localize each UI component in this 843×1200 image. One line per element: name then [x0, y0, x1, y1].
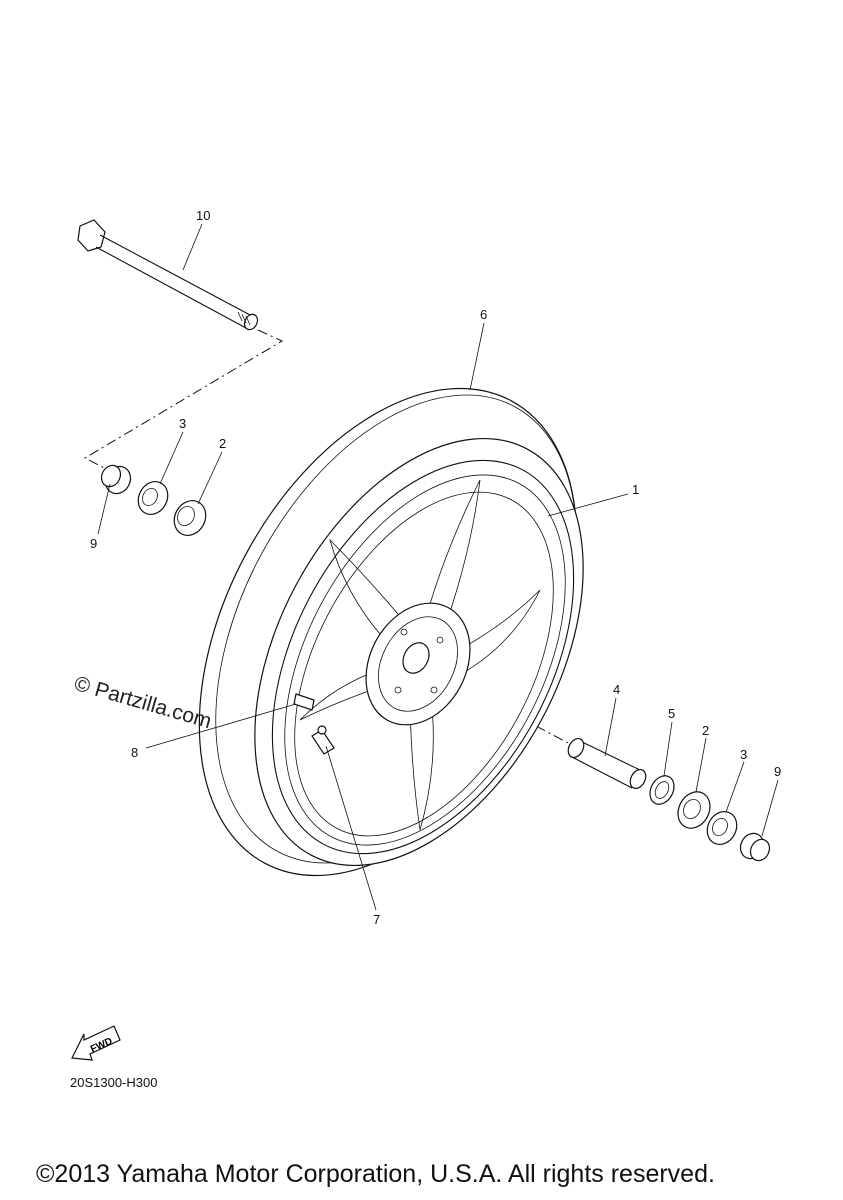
spacer-part [567, 737, 647, 790]
callout-7: 7 [373, 912, 380, 927]
callout-9-left: 9 [90, 536, 97, 551]
callout-5: 5 [668, 706, 675, 721]
callout-9-right: 9 [774, 764, 781, 779]
circlip-part [649, 775, 675, 805]
bearing-left-part [173, 500, 207, 536]
oil-seal-right-part [706, 811, 738, 845]
callout-2-right: 2 [702, 723, 709, 738]
collar-left-part [100, 464, 132, 495]
callout-4: 4 [613, 682, 620, 697]
axle-centerline [83, 329, 284, 469]
collar-right-part [739, 832, 771, 862]
balance-weight-part [293, 693, 315, 711]
callout-2-left: 2 [219, 436, 226, 451]
diagram-code: 20S1300-H300 [70, 1075, 158, 1090]
callout-6: 6 [480, 307, 487, 322]
oil-seal-left-part [137, 481, 169, 515]
callout-3-left: 3 [179, 416, 186, 431]
leader-lines [97, 223, 779, 911]
valve-part [311, 725, 335, 755]
bearing-right-part [677, 791, 711, 829]
fwd-arrow-icon: FWD [71, 1025, 121, 1061]
copyright-notice: ©2013 Yamaha Motor Corporation, U.S.A. A… [36, 1160, 715, 1188]
callout-1: 1 [632, 482, 639, 497]
wheel-part [271, 459, 575, 855]
axle-part [77, 219, 259, 331]
callout-8: 8 [131, 745, 138, 760]
callout-10: 10 [196, 208, 210, 223]
callout-3-right: 3 [740, 747, 747, 762]
